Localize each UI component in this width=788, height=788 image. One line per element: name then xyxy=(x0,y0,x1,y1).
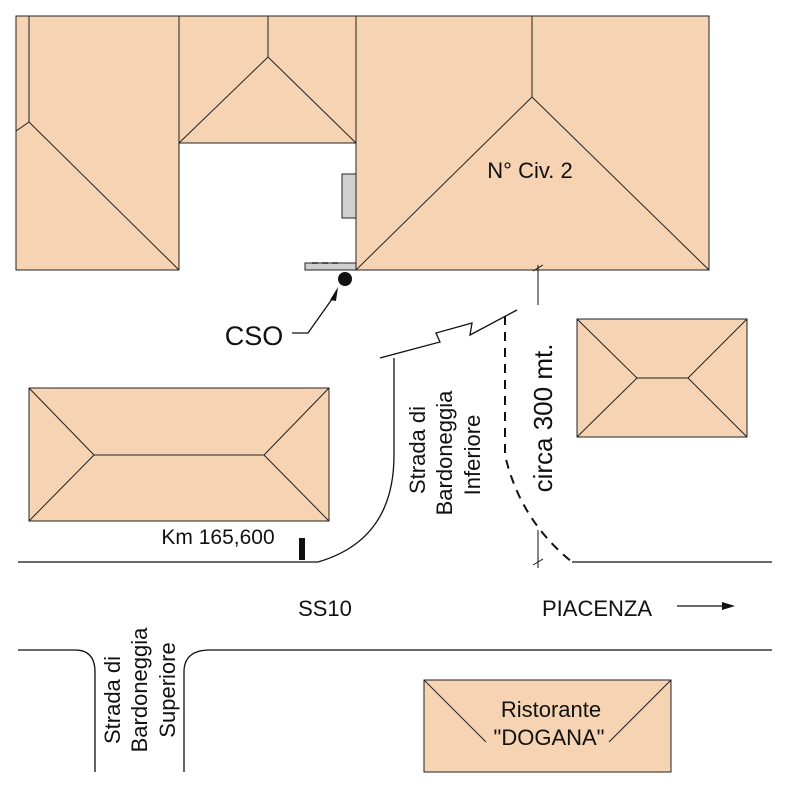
break-line xyxy=(379,309,518,359)
km-marker-post xyxy=(299,538,305,560)
km-marker-label: Km 165,600 xyxy=(161,526,274,549)
direction-label: PIACENZA xyxy=(542,596,652,621)
ss10-south-edge-west xyxy=(18,649,96,772)
restaurant-label-line2: "DOGANA" xyxy=(494,725,605,750)
building-number-label: N° Civ. 2 xyxy=(487,158,572,183)
street-upper-label-line3: Superiore xyxy=(155,642,180,737)
ss10-south-edge-east xyxy=(183,649,772,772)
building-top-left xyxy=(15,15,180,271)
cso-label: CSO xyxy=(225,321,284,351)
street-upper-label-line1: Strada di xyxy=(100,656,125,744)
street-lower-label-line2: Bardoneggia xyxy=(432,390,457,516)
street-upper-label-line2: Bardoneggia xyxy=(127,627,152,753)
building-left xyxy=(28,387,330,522)
building-civic-2: N° Civ. 2 xyxy=(355,15,710,271)
road-bardoneggia-inferiore-west xyxy=(317,358,395,563)
cso-leader-arrow xyxy=(292,291,338,334)
wall-box xyxy=(341,173,357,219)
pipe-element xyxy=(304,262,357,271)
right-arrow-icon xyxy=(677,602,735,610)
building-restaurant: Ristorante "DOGANA" xyxy=(423,679,672,773)
distance-label: circa 300 mt. xyxy=(528,344,558,493)
building-right xyxy=(576,318,748,438)
road-bardoneggia-inferiore-east xyxy=(504,316,573,563)
restaurant-label-line1: Ristorante xyxy=(501,697,601,722)
building-top-middle xyxy=(178,15,357,144)
cso-point-icon xyxy=(338,272,352,286)
street-lower-label-line1: Strada di xyxy=(405,406,430,494)
street-lower-label-line3: Inferiore xyxy=(460,415,485,496)
highway-label: SS10 xyxy=(298,596,352,621)
